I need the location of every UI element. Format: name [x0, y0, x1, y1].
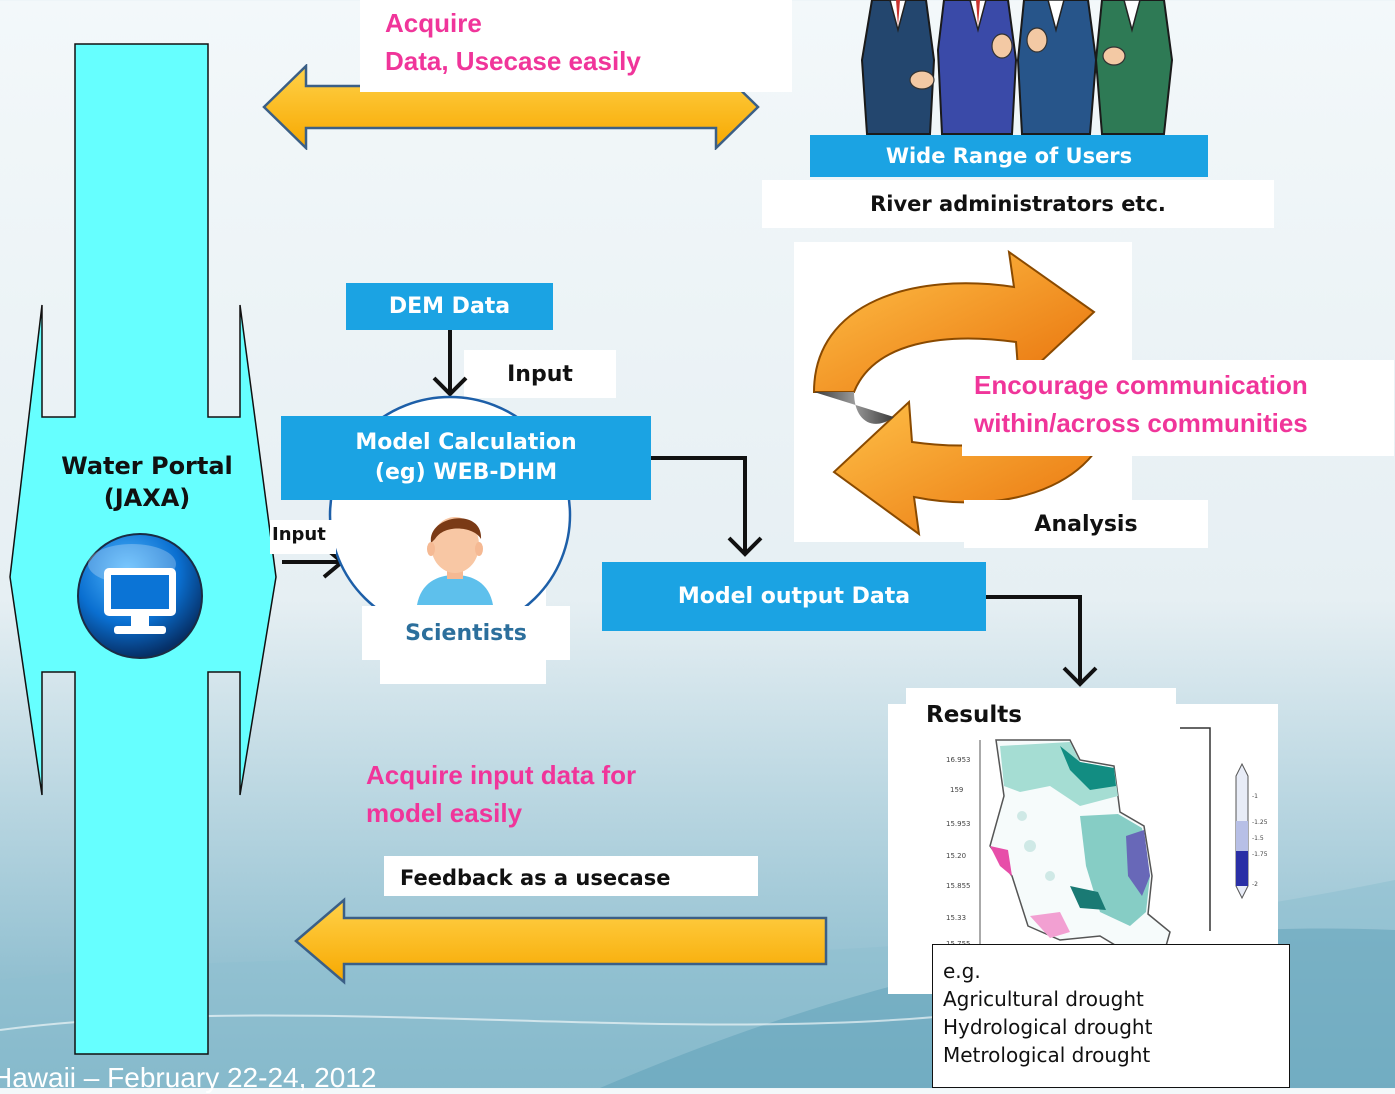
top-note-line: Acquire: [385, 8, 482, 38]
svg-text:-1: -1: [1252, 793, 1258, 800]
portal-title-line: (JAXA): [103, 484, 191, 512]
scientist-avatar: [417, 517, 493, 605]
scientists-label: Scientists: [405, 620, 527, 646]
svg-text:-2: -2: [1252, 881, 1258, 888]
bottom-note-line: model easily: [366, 798, 523, 828]
top-note-line: Data, Usecase easily: [385, 46, 641, 76]
cycle-note-box: [962, 360, 1394, 456]
svg-text:15.33: 15.33: [946, 914, 966, 922]
scientists-label-box: [362, 606, 570, 660]
model-calculation-box: Model Calculation (eg) WEB-DHM: [281, 416, 651, 500]
bottom-note: Acquire input data for model easily: [366, 756, 636, 832]
footer-text: Hawaii – February 22-24, 2012: [0, 1062, 377, 1093]
model-output-box: Model output Data: [602, 562, 986, 631]
top-note-box: [360, 0, 792, 92]
users-subtitle: River administrators etc.: [762, 180, 1274, 228]
business-people-illustration: [860, 0, 1174, 135]
input-label: Input: [464, 350, 616, 398]
svg-text:159: 159: [950, 786, 963, 794]
analysis-label: Analysis: [964, 500, 1208, 548]
bottom-note-line: Acquire input data for: [366, 760, 637, 790]
feedback-label-box: [384, 856, 758, 896]
cycle-note-line: within/across communities: [974, 408, 1308, 438]
top-note: Acquire Data, Usecase easily: [385, 4, 641, 80]
svg-text:16.953: 16.953: [946, 756, 971, 764]
results-example-line: Agricultural drought: [943, 987, 1144, 1011]
portal-title: Water Portal (JAXA): [22, 450, 272, 514]
svg-text:15.953: 15.953: [946, 820, 971, 828]
results-example-line: Hydrological drought: [943, 1015, 1153, 1039]
model-calculation-line: Model Calculation: [355, 430, 577, 455]
svg-text:-1.25: -1.25: [1252, 819, 1268, 826]
results-title: Results: [926, 702, 1022, 728]
svg-text:-1.5: -1.5: [1252, 835, 1264, 842]
users-box: Wide Range of Users: [810, 135, 1208, 177]
svg-text:15.855: 15.855: [946, 882, 971, 890]
feedback-arrow: [294, 897, 828, 985]
results-examples: e.g. Agricultural drought Hydrological d…: [932, 944, 1290, 1088]
results-example-line: Metrological drought: [943, 1043, 1151, 1067]
portal-input-label: Input: [272, 524, 326, 545]
svg-text:-1.75: -1.75: [1252, 851, 1268, 858]
feedback-label: Feedback as a usecase: [400, 866, 671, 890]
results-example-line: e.g.: [943, 959, 981, 983]
results-title-box: [906, 688, 1176, 740]
svg-text:15.20: 15.20: [946, 852, 966, 860]
portal-input-box: [270, 520, 336, 554]
cycle-note-line: Encourage communication: [974, 370, 1308, 400]
computer-monitor-icon: [77, 533, 203, 659]
cycle-note: Encourage communication within/across co…: [974, 366, 1308, 442]
portal-title-line: Water Portal: [61, 452, 233, 480]
model-calculation-line: (eg) WEB-DHM: [374, 460, 558, 485]
dem-data-box: DEM Data: [346, 283, 553, 330]
